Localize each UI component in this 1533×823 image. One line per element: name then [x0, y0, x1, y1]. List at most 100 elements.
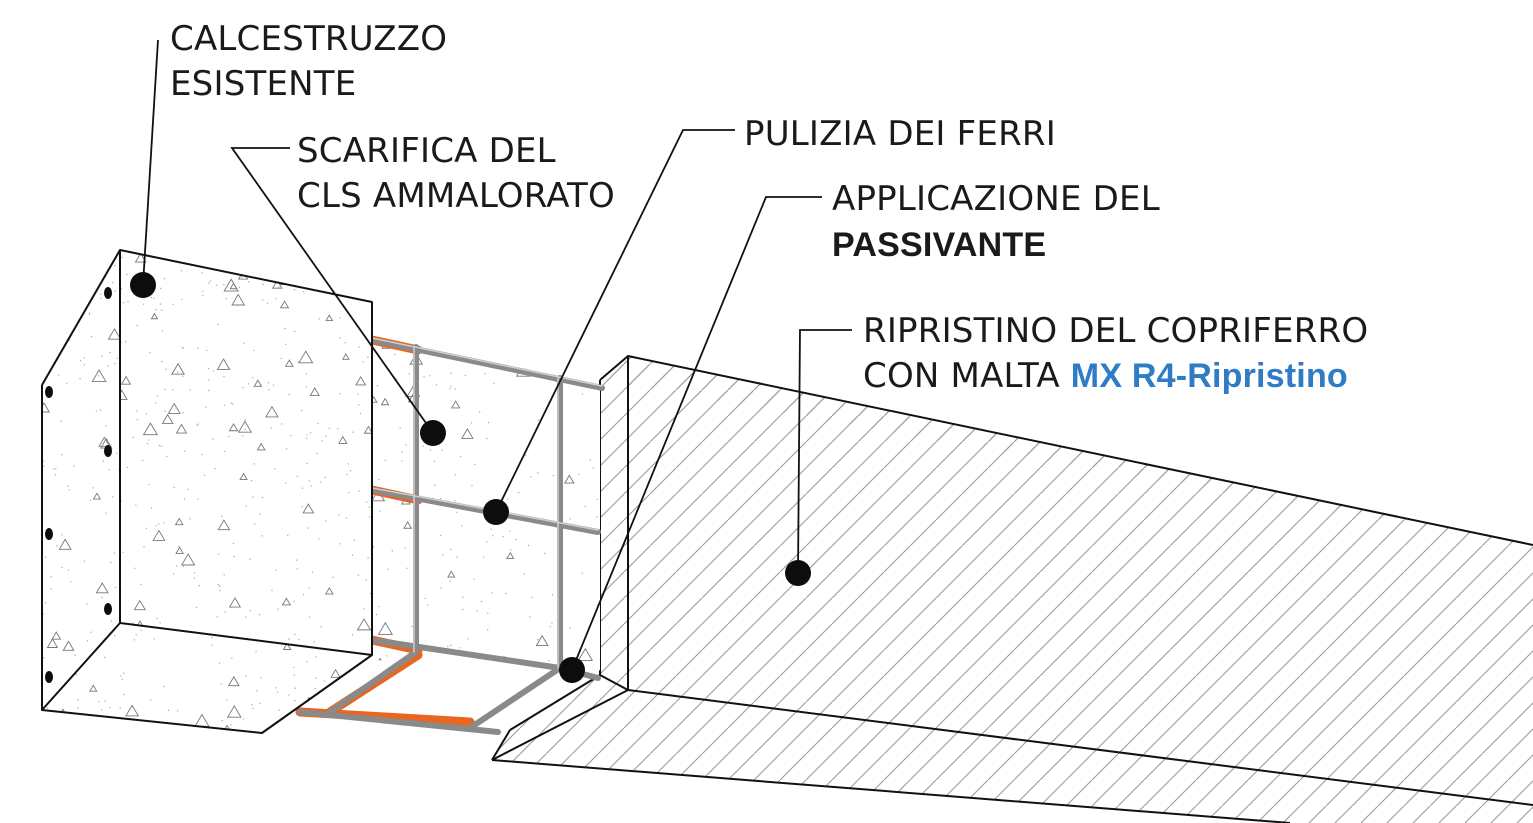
concrete-speck	[337, 427, 339, 430]
aggregate-mark	[363, 425, 372, 434]
concrete-speck	[55, 468, 57, 470]
concrete-speck	[58, 719, 60, 721]
concrete-speck	[258, 613, 261, 616]
concrete-speck	[122, 551, 124, 554]
concrete-speck	[353, 539, 356, 542]
aggregate-mark	[217, 519, 231, 531]
concrete-speck	[164, 388, 166, 391]
concrete-speck	[158, 444, 161, 447]
concrete-speck	[467, 638, 469, 640]
concrete-speck	[161, 330, 164, 332]
concrete-speck	[505, 592, 507, 595]
aggregate-mark	[152, 529, 166, 541]
aggregate-mark	[341, 353, 350, 360]
concrete-speck	[225, 298, 227, 300]
concrete-speck	[319, 481, 322, 483]
concrete-speck	[83, 364, 85, 366]
concrete-speck	[142, 250, 145, 251]
concrete-speck	[308, 480, 310, 482]
concrete-speck	[442, 554, 444, 556]
concrete-speck	[110, 620, 113, 622]
aggregate-mark	[377, 621, 394, 635]
aggregate-mark	[239, 266, 250, 275]
concrete-speck	[306, 462, 308, 465]
concrete-speck	[101, 355, 103, 358]
concrete-speck	[372, 546, 375, 548]
concrete-speck	[306, 434, 308, 436]
aggregate-mark	[180, 553, 196, 566]
concrete-speck	[548, 348, 551, 351]
concrete-speck	[156, 395, 159, 397]
concrete-speck	[172, 303, 174, 305]
concrete-speck	[107, 365, 109, 367]
aggregate-mark	[58, 538, 72, 550]
aggregate-mark	[42, 402, 51, 413]
concrete-speck	[449, 580, 451, 582]
concrete-speck	[260, 677, 262, 679]
concrete-speck	[486, 437, 488, 440]
concrete-speck	[357, 574, 360, 576]
concrete-speck	[113, 635, 116, 637]
concrete-speck	[247, 383, 250, 385]
rebar-cage	[295, 335, 605, 735]
concrete-speck	[207, 367, 210, 370]
concrete-speck	[551, 594, 554, 596]
concrete-speck	[486, 541, 488, 543]
concrete-speck	[241, 276, 243, 278]
aggregate-mark	[133, 599, 146, 611]
concrete-speck	[50, 588, 52, 590]
concrete-speck	[90, 631, 92, 633]
concrete-speck	[347, 463, 350, 465]
concrete-speck	[493, 382, 495, 385]
concrete-speck	[100, 293, 102, 295]
concrete-speck	[223, 404, 226, 407]
concrete-speck	[507, 498, 509, 500]
concrete-speck	[47, 251, 49, 254]
aggregate-mark	[120, 375, 132, 385]
concrete-speck	[536, 638, 539, 641]
concrete-speck	[83, 357, 86, 359]
aggregate-mark	[228, 597, 242, 608]
concrete-speck	[596, 498, 598, 501]
concrete-speck	[569, 518, 571, 520]
concrete-speck	[306, 661, 308, 663]
concrete-speck	[454, 388, 456, 390]
concrete-speck	[209, 280, 212, 282]
concrete-speck	[85, 720, 87, 722]
aggregate-mark	[302, 503, 315, 514]
concrete-speck	[159, 303, 162, 305]
concrete-speck	[328, 427, 330, 430]
concrete-speck	[95, 410, 97, 412]
labels: CALCESTRUZZO ESISTENTE SCARIFICA DEL CLS…	[170, 19, 1368, 396]
concrete-speck	[290, 434, 292, 437]
concrete-speck	[142, 459, 144, 462]
concrete-speck	[551, 622, 553, 624]
block-left-face	[42, 250, 120, 710]
concrete-speck	[245, 616, 247, 618]
concrete-speck	[165, 368, 167, 370]
concrete-speck	[153, 297, 155, 300]
concrete-speck	[121, 678, 123, 681]
concrete-speck	[244, 428, 246, 431]
concrete-speck	[589, 459, 592, 461]
concrete-speck	[523, 573, 526, 575]
concrete-speck	[411, 625, 413, 628]
concrete-speck	[458, 647, 461, 649]
concrete-speck	[230, 724, 232, 726]
concrete-speck	[245, 675, 247, 677]
concrete-speck	[351, 634, 354, 636]
concrete-speck	[555, 364, 557, 366]
concrete-speck	[281, 423, 283, 425]
concrete-speck	[253, 463, 255, 465]
concrete-speck	[61, 534, 63, 536]
aggregate-mark	[216, 358, 231, 370]
concrete-speck	[125, 341, 127, 343]
concrete-speck	[219, 589, 221, 592]
mortar-front-face	[628, 356, 1533, 823]
concrete-speck	[180, 269, 183, 272]
aggregate-mark	[282, 642, 292, 650]
concrete-speck	[89, 499, 92, 502]
concrete-speck	[242, 718, 244, 720]
concrete-speck	[74, 654, 76, 656]
concrete-speck	[105, 425, 107, 427]
